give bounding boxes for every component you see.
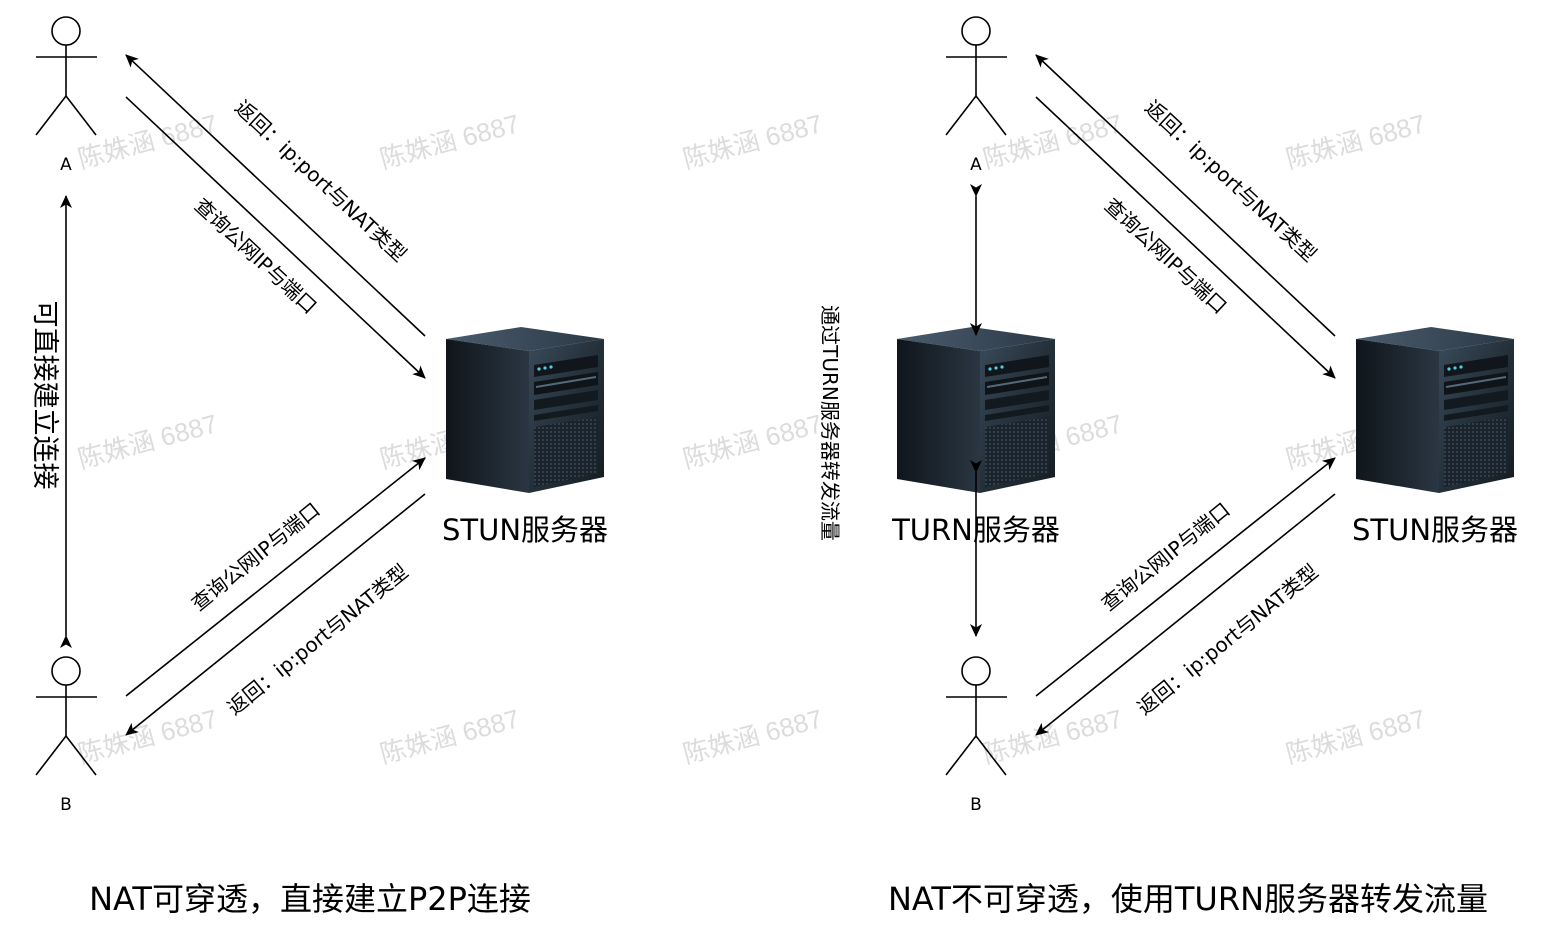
b-return-arrow-right <box>1035 493 1336 736</box>
a-query-label: 查询公网IP与端口 <box>190 193 322 318</box>
watermark-text: 陈姝涵 6887 <box>75 408 221 474</box>
relay-label: 通过TURN服务器转发流量 <box>818 305 842 541</box>
right-panel: A B TURN服务器 通过TURN服务器转发流量 STUN服务器 返回：ip:… <box>818 16 1518 918</box>
watermark-text: 陈姝涵 6887 <box>680 108 826 174</box>
stun-server-label-right: STUN服务器 <box>1352 513 1518 547</box>
b-query-arrow-right <box>1035 457 1336 697</box>
right-caption: NAT不可穿透，使用TURN服务器转发流量 <box>888 880 1488 918</box>
actor-a-label-right: A <box>970 155 982 175</box>
watermark-text: 陈姝涵 6887 <box>680 703 826 769</box>
actor-b-label-right: B <box>970 795 982 815</box>
stun-server-icon <box>445 326 605 494</box>
left-caption: NAT可穿透，直接建立P2P连接 <box>89 880 531 918</box>
stun-server-icon-right <box>1355 326 1515 494</box>
watermark-text: 陈姝涵 6887 <box>1283 108 1429 174</box>
b-query-label-right: 查询公网IP与端口 <box>1097 498 1235 616</box>
watermark-text: 陈姝涵 6887 <box>1283 703 1429 769</box>
a-query-arrow <box>125 96 426 379</box>
turn-server-icon <box>896 326 1056 494</box>
actor-b-label: B <box>60 795 72 815</box>
b-return-arrow <box>125 493 426 736</box>
direct-connection-label: 可直接建立连接 <box>29 301 60 490</box>
a-query-arrow-right <box>1035 96 1336 379</box>
b-return-label-right: 返回：ip:port与NAT类型 <box>1132 559 1322 719</box>
actor-a-label: A <box>60 155 72 175</box>
a-query-label-right: 查询公网IP与端口 <box>1100 193 1232 318</box>
actor-a-icon <box>35 16 97 136</box>
b-return-label: 返回：ip:port与NAT类型 <box>222 559 412 719</box>
watermark-text: 陈姝涵 6887 <box>680 408 826 474</box>
stun-server-label: STUN服务器 <box>442 513 608 547</box>
a-return-arrow-right <box>1035 54 1336 337</box>
actor-b-icon <box>35 656 97 776</box>
actor-a-icon-right <box>945 16 1007 136</box>
actor-b-icon-right <box>945 656 1007 776</box>
watermark-text: 陈姝涵 6887 <box>980 703 1126 769</box>
watermark-text: 陈姝涵 6887 <box>75 703 221 769</box>
b-query-arrow <box>125 457 426 697</box>
watermark-text: 陈姝涵 6887 <box>377 703 523 769</box>
a-return-arrow <box>125 54 426 337</box>
watermark-text: 陈姝涵 6887 <box>377 108 523 174</box>
b-query-label: 查询公网IP与端口 <box>187 498 325 616</box>
